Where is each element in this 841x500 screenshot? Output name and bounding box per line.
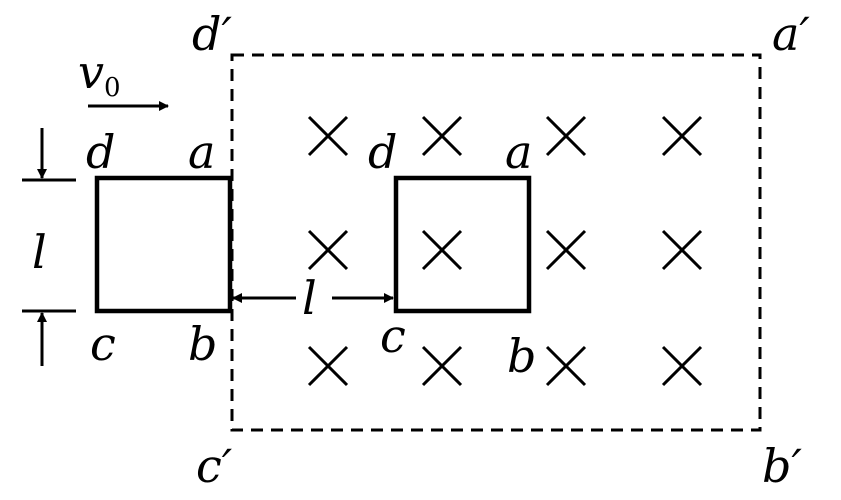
field-cross-mark xyxy=(661,345,703,387)
field-cross-mark xyxy=(307,345,349,387)
side-length-label: l xyxy=(32,225,47,279)
velocity-label: v0 xyxy=(78,45,121,103)
loop-inside-corner-a-label: a xyxy=(505,125,532,179)
field-cross-mark xyxy=(421,115,463,157)
loop-initial-corner-d-label: d xyxy=(86,125,115,179)
loop-initial-corner-c-label: c xyxy=(90,317,116,371)
loop-initial-corner-b-label: b xyxy=(188,317,217,371)
field-cross-mark xyxy=(545,115,587,157)
field-cross-mark xyxy=(545,229,587,271)
field-region-boundary xyxy=(230,53,762,432)
velocity-subscript: 0 xyxy=(104,73,121,103)
loop-inside-corner-b-label: b xyxy=(507,329,536,383)
field-corner-a-prime-label: a′ xyxy=(772,7,810,61)
field-cross-mark xyxy=(661,229,703,271)
loop-inside-square xyxy=(393,175,532,314)
field-corner-b-prime-label: b′ xyxy=(762,439,802,493)
field-cross-mark xyxy=(661,115,703,157)
loop-inside-corner-c-label: c xyxy=(380,309,406,363)
loop-initial-square xyxy=(94,175,233,314)
magnetic-field-marks xyxy=(307,115,703,387)
gap-length-label: l xyxy=(302,271,317,325)
loop-inside-corner-d-label: d xyxy=(368,125,397,179)
field-cross-mark xyxy=(421,345,463,387)
field-cross-mark xyxy=(307,229,349,271)
loop-initial-corner-a-label: a xyxy=(188,125,215,179)
field-corner-c-prime-label: c′ xyxy=(196,439,233,493)
field-corner-d-prime-label: d′ xyxy=(192,7,232,61)
field-cross-mark xyxy=(545,345,587,387)
field-cross-mark xyxy=(421,229,463,271)
velocity-symbol: v xyxy=(78,45,104,99)
field-cross-mark xyxy=(307,115,349,157)
